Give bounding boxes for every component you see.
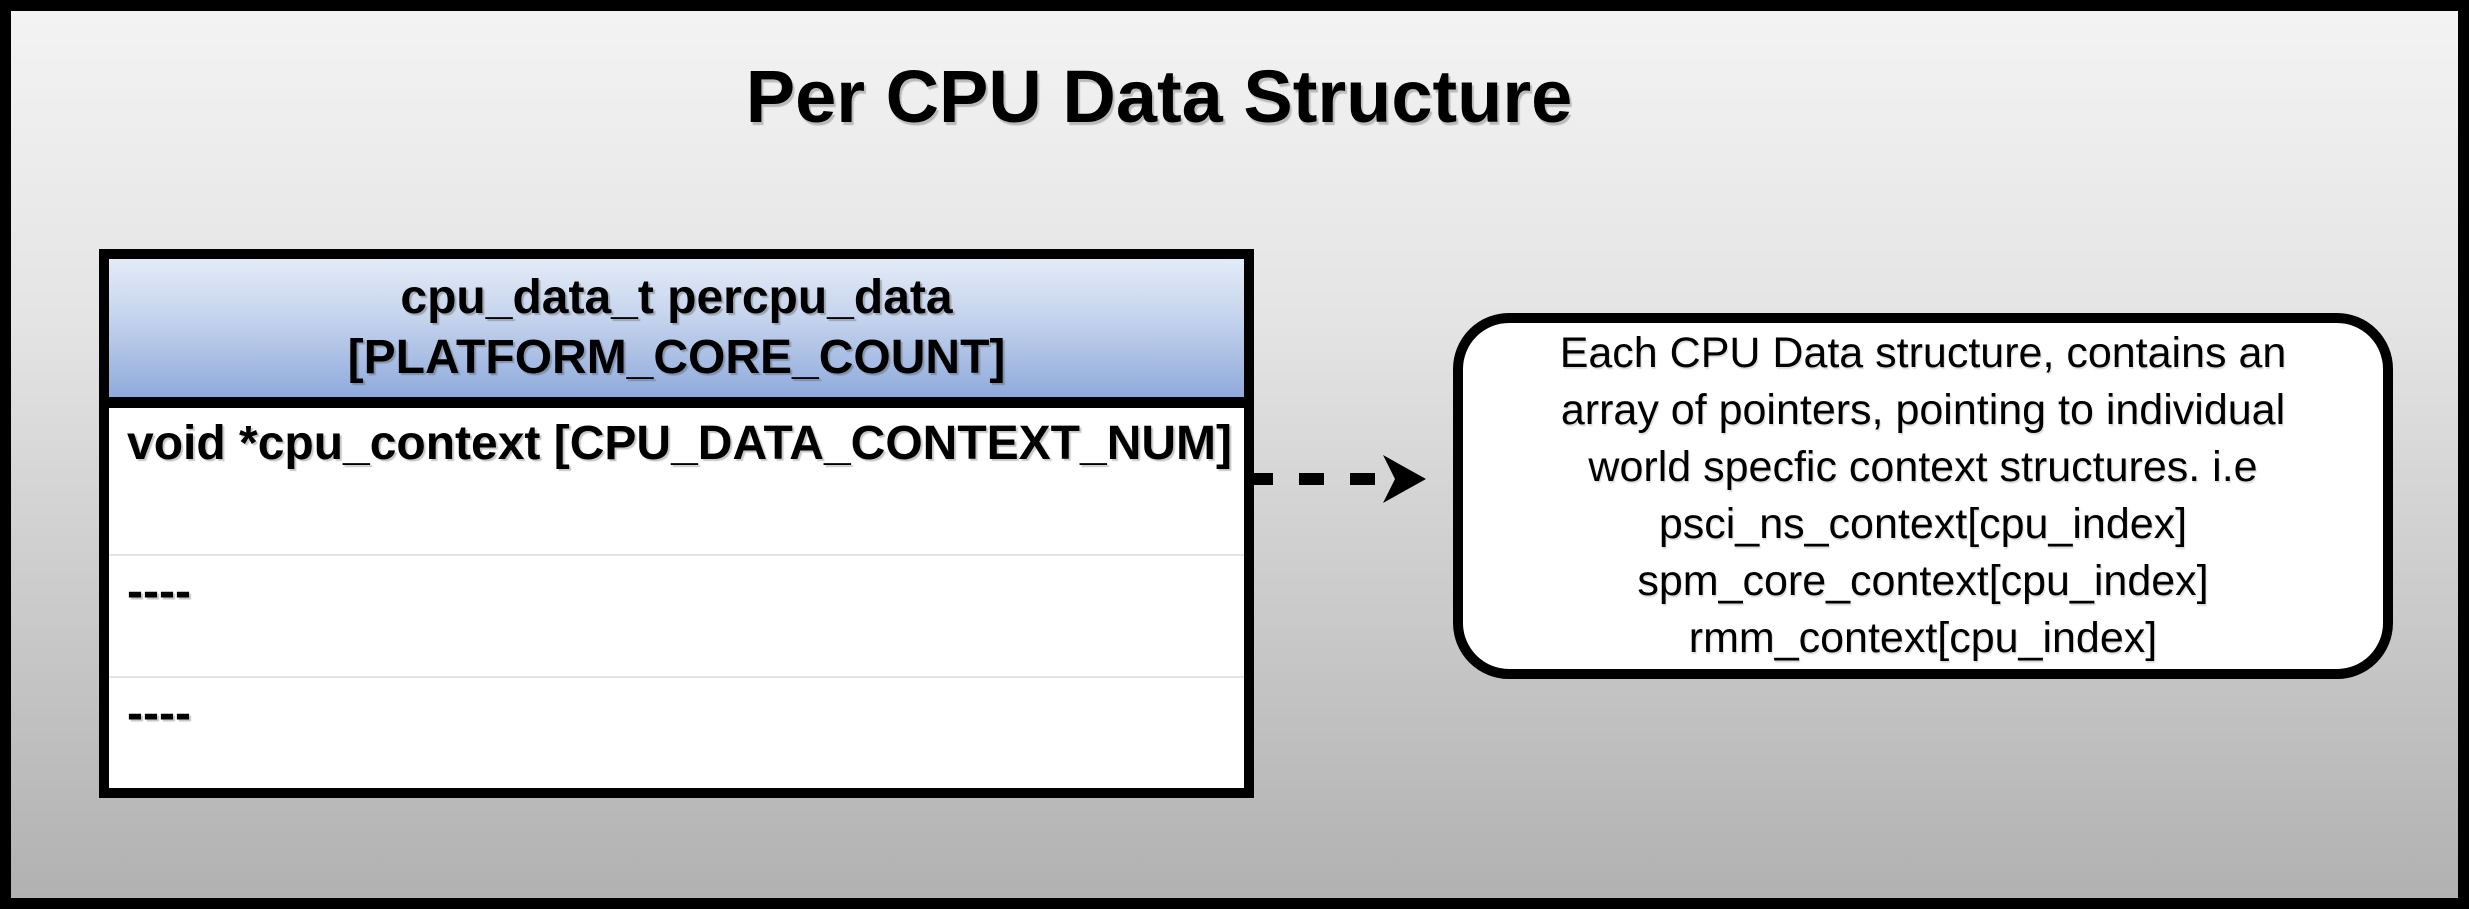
annotation-line: array of pointers, pointing to individua… <box>1560 386 2286 434</box>
cpu-data-table: cpu_data_t percpu_data [PLATFORM_CORE_CO… <box>99 249 1254 798</box>
table-cell-text: void *cpu_context [CPU_DATA_CONTEXT_NUM] <box>127 417 1232 470</box>
table-cell-text: ---- <box>127 565 191 618</box>
page-title: Per CPU Data Structure <box>745 55 1573 138</box>
table-row-placeholder-1: ---- <box>109 554 1244 676</box>
table-header: cpu_data_t percpu_data [PLATFORM_CORE_CO… <box>109 259 1244 408</box>
table-row-cpu-context: void *cpu_context [CPU_DATA_CONTEXT_NUM] <box>109 408 1244 554</box>
annotation-line: spm_core_context[cpu_index] <box>1637 557 2209 605</box>
annotation-line: world specfic context structures. i.e <box>1588 443 2258 491</box>
table-header-line1: cpu_data_t percpu_data <box>400 271 953 324</box>
annotation-line: Each CPU Data structure, contains an <box>1559 329 2287 377</box>
annotation-bubble: Each CPU Data structure, contains an arr… <box>1453 313 2393 679</box>
table-body: void *cpu_context [CPU_DATA_CONTEXT_NUM]… <box>109 408 1244 788</box>
table-cell-text: ---- <box>127 687 191 740</box>
table-row-placeholder-2: ---- <box>109 676 1244 788</box>
dashed-arrow-icon <box>1248 455 1426 503</box>
table-header-line2: [PLATFORM_CORE_COUNT] <box>347 331 1006 384</box>
annotation-line: psci_ns_context[cpu_index] <box>1658 500 2188 548</box>
annotation-line: rmm_context[cpu_index] <box>1688 614 2158 662</box>
